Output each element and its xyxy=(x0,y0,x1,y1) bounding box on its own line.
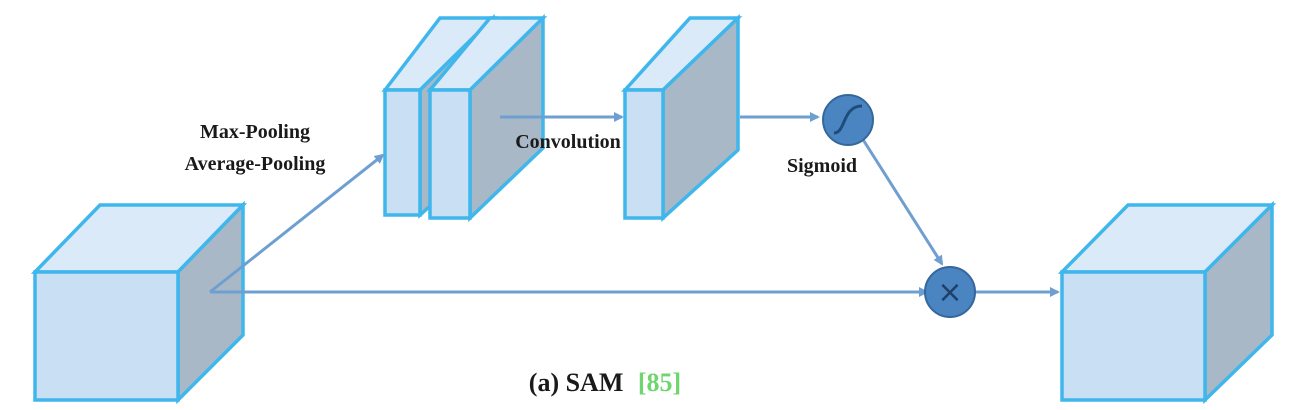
pooled-feature-map-2 xyxy=(426,13,548,223)
multiply-operator: × xyxy=(924,266,976,318)
input-feature-cube xyxy=(30,200,248,405)
sigmoid-curve-icon xyxy=(833,104,863,135)
convolution-feature-map xyxy=(621,13,743,222)
sigmoid-operator xyxy=(822,94,874,146)
sigmoid-to-multiply-arrow xyxy=(860,137,944,266)
output-feature-cube xyxy=(1057,200,1277,405)
pooling-arrow xyxy=(209,153,385,294)
caption-text: (a) SAM xyxy=(529,368,624,397)
convolution-label: Convolution xyxy=(515,131,621,153)
multiply-icon: × xyxy=(937,275,962,310)
sigmoid-label: Sigmoid xyxy=(787,155,857,177)
max-pooling-label: Max-Pooling xyxy=(200,121,310,143)
figure-caption: (a) SAM [85] xyxy=(529,368,681,397)
average-pooling-label: Average-Pooling xyxy=(185,153,326,175)
caption-reference[interactable]: [85] xyxy=(638,368,681,397)
